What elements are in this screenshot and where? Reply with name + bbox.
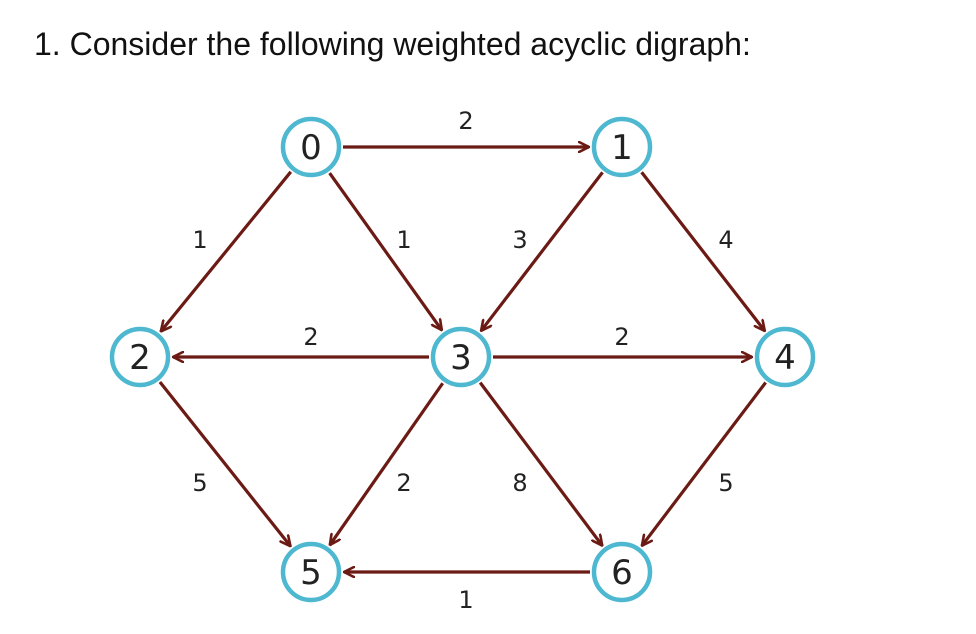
node-1: 1 bbox=[591, 116, 653, 178]
node-label: 0 bbox=[300, 128, 322, 168]
edge-weight-6-5: 1 bbox=[458, 586, 473, 614]
weights-layer: 2 1 1 3 4 2 2 5 2 8 5 1 bbox=[192, 107, 733, 614]
edge-weight-1-4: 4 bbox=[718, 226, 733, 254]
node-2: 2 bbox=[109, 326, 171, 388]
edge-0-to-2 bbox=[161, 170, 293, 332]
edges-layer bbox=[158, 147, 767, 572]
edge-1-to-4 bbox=[640, 171, 765, 331]
node-5: 5 bbox=[280, 541, 342, 603]
node-circle bbox=[430, 326, 492, 388]
node-3: 3 bbox=[430, 326, 492, 388]
node-6: 6 bbox=[591, 541, 653, 603]
edge-weight-2-5: 5 bbox=[192, 469, 207, 497]
node-label: 5 bbox=[300, 553, 322, 593]
node-circle bbox=[754, 326, 816, 388]
edge-weight-3-6: 8 bbox=[512, 469, 527, 497]
node-label: 3 bbox=[450, 338, 472, 378]
edge-0-to-3 bbox=[328, 172, 444, 330]
node-circle bbox=[591, 116, 653, 178]
edge-4-to-6 bbox=[642, 381, 767, 546]
node-circle bbox=[109, 326, 171, 388]
node-0: 0 bbox=[280, 116, 342, 178]
edge-3-to-5 bbox=[328, 382, 445, 545]
edge-3-to-6 bbox=[478, 381, 602, 546]
node-circle bbox=[280, 116, 342, 178]
edge-weight-0-1: 2 bbox=[458, 107, 473, 135]
edge-2-to-5 bbox=[158, 381, 291, 546]
question-text: 1. Consider the following weighted acycl… bbox=[34, 26, 751, 62]
node-label: 1 bbox=[611, 128, 633, 168]
edge-weight-0-3: 1 bbox=[396, 226, 411, 254]
nodes-layer: 0 1 2 3 4 5 6 bbox=[109, 116, 816, 603]
edge-weight-3-2: 2 bbox=[303, 323, 318, 351]
node-label: 4 bbox=[774, 338, 796, 378]
node-label: 6 bbox=[611, 553, 633, 593]
edge-weight-3-4: 2 bbox=[614, 323, 629, 351]
edge-weight-1-3: 3 bbox=[512, 226, 527, 254]
node-circle bbox=[591, 541, 653, 603]
edge-weight-3-5: 2 bbox=[396, 469, 411, 497]
edge-weight-0-2: 1 bbox=[192, 226, 207, 254]
node-label: 2 bbox=[129, 338, 151, 378]
node-circle bbox=[280, 541, 342, 603]
edge-weight-4-6: 5 bbox=[718, 469, 733, 497]
edge-1-to-3 bbox=[481, 171, 604, 330]
node-4: 4 bbox=[754, 326, 816, 388]
